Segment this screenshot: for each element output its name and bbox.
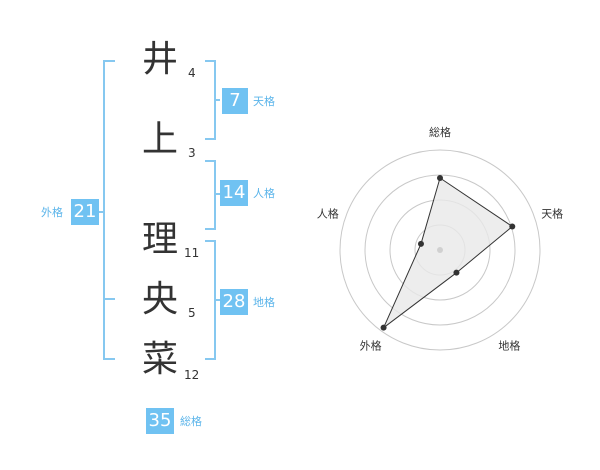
radar-points — [380, 175, 516, 331]
radar-point-0 — [437, 175, 443, 181]
jinkaku-label: 人格 — [253, 187, 275, 200]
radar-axis-label-3: 外格 — [360, 339, 382, 353]
radar-point-3 — [380, 324, 387, 331]
stroke-count-4: 5 — [188, 306, 196, 320]
jinkaku-bracket-tick — [216, 193, 220, 195]
name-char-5: 菜 — [141, 339, 178, 380]
jinkaku-value: 14 — [220, 180, 248, 206]
stroke-count-1: 4 — [188, 66, 196, 80]
soukaku-value: 35 — [146, 408, 174, 434]
tenkaku-bracket-tick — [216, 99, 220, 101]
gaikaku-value: 21 — [71, 199, 99, 225]
radar-center-dot — [437, 247, 443, 253]
chikaku-value: 28 — [220, 289, 248, 315]
chikaku-bracket-tick — [216, 299, 220, 301]
gaikaku-label: 外格 — [41, 206, 63, 219]
gaikaku-bracket — [103, 60, 115, 360]
name-char-1: 井 — [141, 39, 178, 80]
chikaku-label: 地格 — [253, 296, 275, 309]
stroke-count-5: 12 — [184, 368, 200, 382]
stroke-count-3: 11 — [184, 246, 200, 260]
radar-axis-label-4: 人格 — [317, 207, 339, 221]
tenkaku-label: 天格 — [253, 95, 275, 108]
name-char-3: 理 — [141, 219, 178, 260]
radar-point-2 — [453, 269, 460, 276]
radar-axis-label-1: 天格 — [541, 207, 563, 221]
tenkaku-bracket — [205, 60, 216, 140]
name-char-2: 上 — [141, 119, 178, 160]
radar-ring-4 — [339, 149, 541, 351]
radar-point-4 — [417, 240, 424, 247]
radar-point-1 — [509, 223, 516, 230]
tenkaku-value: 7 — [222, 88, 248, 114]
gaikaku-divider-tick — [105, 298, 115, 300]
stroke-count-2: 3 — [188, 146, 196, 160]
gaikaku-bracket-tick — [99, 211, 103, 213]
soukaku-label: 総格 — [180, 415, 202, 428]
jinkaku-bracket — [205, 160, 216, 230]
radar-polygon — [383, 177, 514, 329]
radar-axis-label-0: 総格 — [429, 125, 451, 139]
name-char-4: 央 — [141, 279, 178, 320]
chikaku-bracket — [205, 240, 216, 360]
radar-axis-label-2: 地格 — [498, 339, 520, 353]
